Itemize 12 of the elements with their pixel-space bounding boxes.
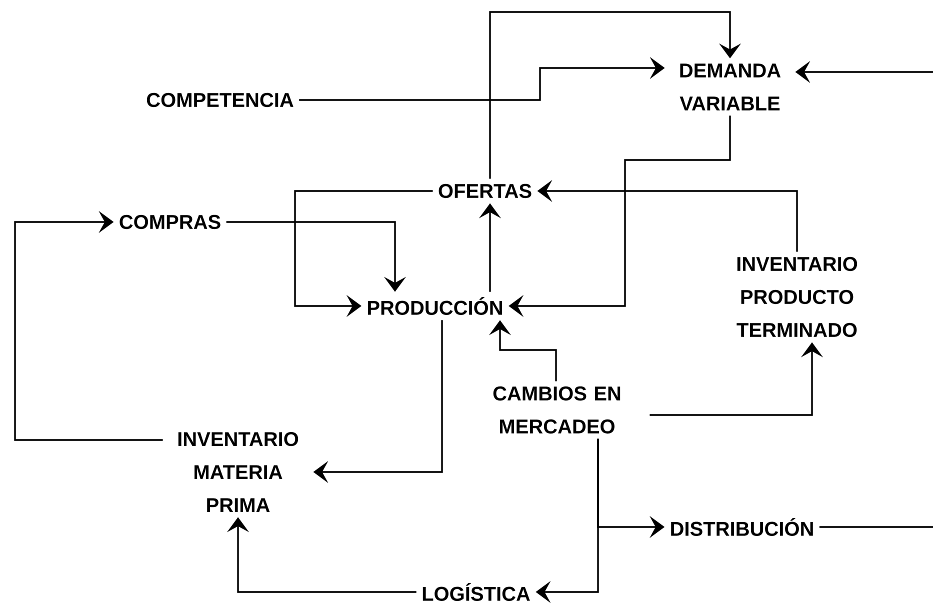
text-label: LOGÍSTICA [422, 583, 530, 601]
text-label: DISTRIBUCIÓN [671, 518, 813, 536]
text-label: OFERTAS [438, 184, 532, 198]
text-label: INVENTARIO MATERIA PRIMA [178, 432, 298, 512]
text-label: PRODUCCIÓN [368, 297, 502, 315]
text-label: INVENTARIO PRODUCTO TERMINADO [736, 256, 858, 338]
text-label: COMPRAS [120, 214, 220, 230]
arrow [14, 210, 163, 441]
text-label: DEMANDA VARIABLE [680, 64, 781, 110]
text-label: CAMBIOS EN MERCADEO [493, 386, 620, 434]
text-label: COMPETENCIA [146, 92, 294, 108]
arrow [489, 11, 742, 179]
